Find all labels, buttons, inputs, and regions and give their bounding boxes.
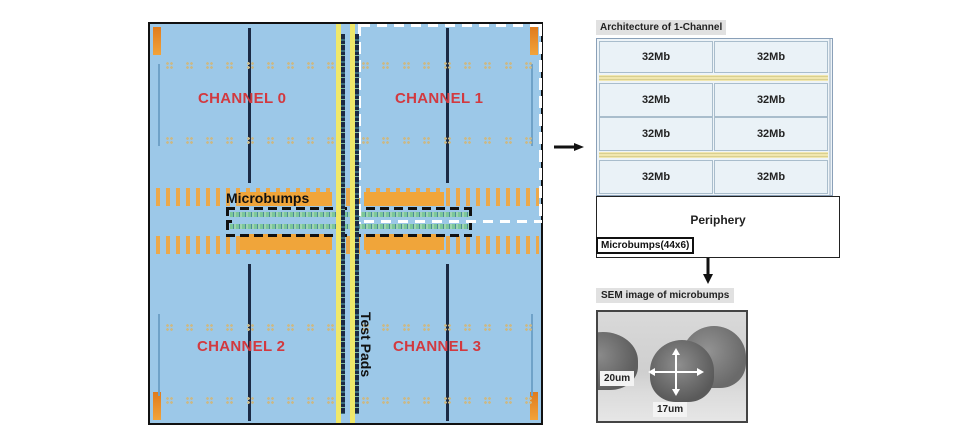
- microbump-outline: [226, 234, 472, 237]
- channel-1-label: CHANNEL 1: [395, 90, 484, 107]
- memory-bank: 32Mb: [714, 117, 828, 151]
- test-pad-strip: [350, 24, 355, 423]
- bank-divider: [248, 28, 251, 183]
- channel-outline: [539, 24, 542, 222]
- corner-pad-bottom-left: [153, 392, 161, 420]
- test-pad-column: [341, 34, 345, 414]
- channel-outline: [360, 24, 543, 27]
- test-pads-label: Test Pads: [358, 312, 374, 378]
- bank-divider: [248, 264, 251, 421]
- memory-bank: 32Mb: [599, 117, 713, 151]
- channel-3-label: CHANNEL 3: [393, 338, 482, 355]
- architecture-title: Architecture of 1-Channel: [596, 20, 727, 35]
- microbumps-label: Microbumps: [226, 190, 310, 206]
- edge-wiring: [531, 314, 533, 396]
- sem-image: 20um 17um: [596, 310, 748, 423]
- corner-pad-bottom-right: [530, 392, 538, 420]
- periphery-block: Periphery: [596, 196, 840, 258]
- pad-row: [166, 62, 334, 70]
- microbump-band: [364, 234, 444, 250]
- memory-bank: 32Mb: [714, 160, 828, 194]
- io-pads-top: [156, 188, 539, 206]
- channel-0-label: CHANNEL 0: [198, 90, 287, 107]
- memory-bank: 32Mb: [714, 83, 828, 117]
- width-measurement-label: 17um: [653, 402, 688, 417]
- edge-wiring: [158, 64, 160, 146]
- row-decoder-stripe: [599, 152, 828, 158]
- edge-wiring: [158, 314, 160, 396]
- pad-row: [362, 397, 532, 405]
- bank-divider: [446, 28, 449, 183]
- corner-pad-top-right: [530, 27, 538, 55]
- periphery-label: Periphery: [690, 213, 746, 227]
- arrow-right-icon: [554, 143, 584, 151]
- test-pad-column: [355, 34, 359, 414]
- memory-bank: 32Mb: [599, 41, 713, 73]
- microbump-outline: [226, 220, 232, 223]
- pad-row: [362, 324, 532, 332]
- io-pads-bottom: [156, 236, 539, 254]
- pad-row: [166, 137, 334, 145]
- channel-architecture-grid: 32Mb 32Mb 32Mb 32Mb 32Mb 32Mb 32Mb 32Mb: [596, 38, 833, 196]
- channel-2-label: CHANNEL 2: [197, 338, 286, 355]
- test-pad-strip: [336, 24, 341, 423]
- bank-divider: [446, 264, 449, 421]
- corner-pad-top-left: [153, 27, 161, 55]
- pad-row: [362, 62, 532, 70]
- microbump-band: [240, 234, 332, 250]
- column-decoder: [829, 39, 831, 195]
- channel-outline: [364, 220, 542, 223]
- channel-outline: [358, 24, 361, 224]
- memory-bank: 32Mb: [714, 41, 828, 73]
- microbump-band: [364, 192, 444, 206]
- pad-row: [166, 397, 334, 405]
- memory-bank: 32Mb: [599, 83, 713, 117]
- microbumps-count-label: Microbumps(44x6): [596, 237, 695, 254]
- pad-row: [166, 324, 334, 332]
- row-decoder-stripe: [599, 75, 828, 81]
- arrow-down-icon: [703, 258, 713, 284]
- measurement-arrows-icon: [648, 348, 704, 396]
- hbm-die-layout: CHANNEL 0 CHANNEL 1 CHANNEL 2 CHANNEL 3: [148, 22, 543, 425]
- edge-wiring: [531, 64, 533, 146]
- microbump-band: [240, 192, 332, 206]
- microbump-outline: [226, 207, 472, 210]
- pad-row: [362, 137, 532, 145]
- height-measurement-label: 20um: [600, 371, 635, 386]
- memory-bank: 32Mb: [599, 160, 713, 194]
- sem-title: SEM image of microbumps: [596, 288, 735, 303]
